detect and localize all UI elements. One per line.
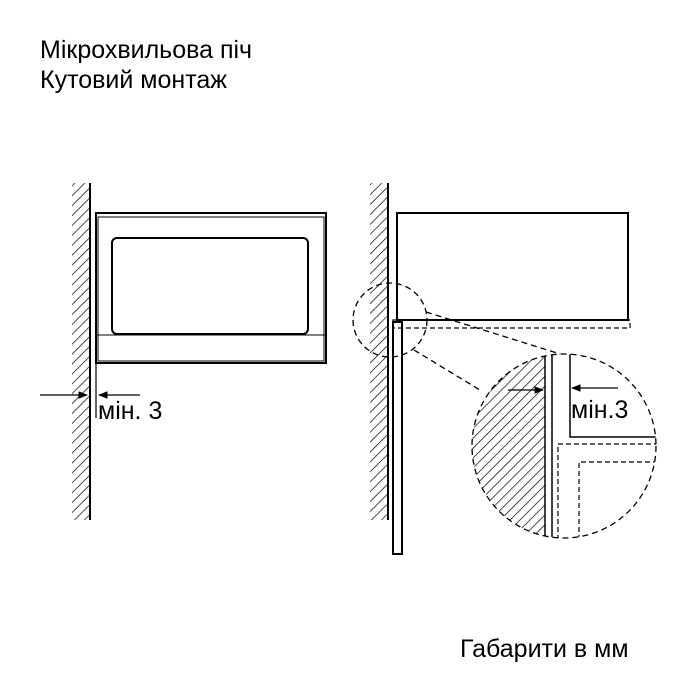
right-wall-hatch: [370, 183, 388, 520]
left-wall-hatch: [72, 183, 90, 520]
detail-frame-dashed: [557, 443, 656, 538]
detail-leader-top: [425, 311, 561, 355]
detail-contents: [472, 354, 656, 538]
detail-gap-dimension: мін.3: [508, 384, 628, 424]
detail-marker-circle: [352, 282, 428, 358]
microwave-side: [396, 212, 629, 321]
detail-wall-hatch: [472, 354, 545, 538]
detail-min-gap-label: мін.3: [571, 396, 628, 424]
left-view: мін. 3: [40, 183, 327, 520]
microwave-door-window: [111, 237, 309, 335]
left-gap-dimension: мін. 3: [40, 363, 162, 425]
right-view: мін.3: [352, 183, 657, 555]
microwave-front: [95, 212, 327, 364]
title-line-2: Кутовий монтаж: [40, 66, 227, 94]
dimensions-unit-note: Габарити в мм: [460, 635, 629, 663]
left-min-gap-label: мін. 3: [98, 397, 162, 425]
cabinet-panel: [392, 321, 403, 555]
mounting-frame-dashed: [392, 319, 631, 329]
detail-leader-bottom: [413, 349, 481, 391]
title-line-1: Мікрохвильова піч: [40, 36, 253, 64]
detail-magnified-circle: [471, 353, 657, 539]
detail-appliance-corner: [569, 354, 656, 438]
